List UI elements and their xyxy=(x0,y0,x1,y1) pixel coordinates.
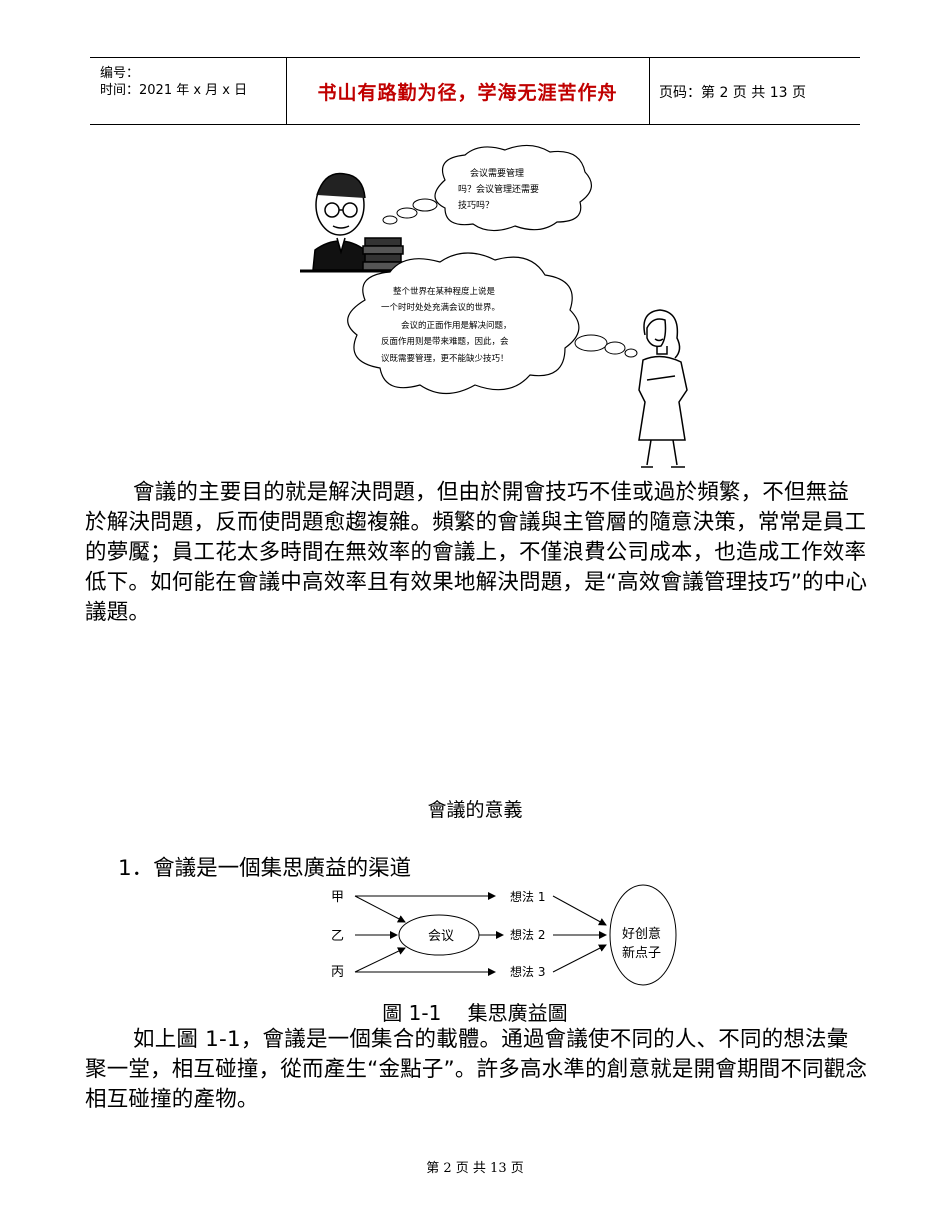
list-item-heading: 1．會議是一個集思廣益的渠道 xyxy=(118,856,412,881)
result-label: 新点子 xyxy=(622,945,661,961)
top-bubble-line: 吗？会议管理还需要 xyxy=(458,183,539,195)
idea-label: 想法 2 xyxy=(510,927,545,942)
woman-figure xyxy=(638,309,688,468)
top-bubble-line: 会议需要管理 xyxy=(470,167,524,179)
header-time: 时间：2021 年 x 月 x 日 xyxy=(100,83,248,98)
meeting-cartoon-illustration: 会议需要管理 吗？会议管理还需要 技巧吗？ 整个世界在某种程度上说是 一个时时处… xyxy=(300,144,688,468)
main-bubble-line: 一个时时处处充满会议的世界。 xyxy=(381,302,500,313)
thought-trail xyxy=(574,334,638,358)
input-label-yi: 乙 xyxy=(331,929,344,944)
top-thought-bubble xyxy=(434,144,592,232)
header-motto: 书山有路勤为径，学海无涯苦作舟 xyxy=(317,82,618,104)
meeting-node-label: 会议 xyxy=(428,929,454,944)
idea-label: 想法 1 xyxy=(510,889,545,904)
input-label-bing: 丙 xyxy=(331,965,344,980)
arrow xyxy=(354,947,406,973)
header-number: 编号： xyxy=(100,66,140,81)
brainstorm-flow-diagram: 甲 乙 丙 会议 想法 1 想法 2 想法 3 好创意 新点子 xyxy=(331,884,677,986)
man-with-books-figure xyxy=(300,172,405,273)
main-bubble-line: 反面作用则是带来难题，因此，会 xyxy=(381,336,509,347)
section-title: 會議的意義 xyxy=(427,799,523,821)
main-thought-bubble xyxy=(347,252,580,395)
header-divider xyxy=(286,58,287,124)
main-bubble-line: 整个世界在某种程度上说是 xyxy=(393,286,496,297)
main-bubble-line: 会议的正面作用是解决问题， xyxy=(401,320,512,331)
intro-paragraph: 會議的主要目的就是解決問題，但由於開會技巧不佳或過於頻繁，不但無益於解決問題，反… xyxy=(85,480,868,625)
top-bubble-line: 技巧吗？ xyxy=(458,199,494,211)
page-footer: 第 2 页 共 13 页 xyxy=(426,1161,524,1176)
arrow xyxy=(552,895,607,926)
idea-label: 想法 3 xyxy=(510,964,545,979)
result-node xyxy=(609,884,677,986)
header-page-code: 页码：第 2 页 共 13 页 xyxy=(659,85,806,101)
explain-paragraph: 如上圖 1-1，會議是一個集合的載體。通過會議使不同的人、不同的想法彙聚一堂，相… xyxy=(85,1027,868,1112)
arrow xyxy=(354,895,406,923)
figure-caption: 圖 1-1 集思廣益圖 xyxy=(382,1001,568,1025)
main-bubble-line: 议既需要管理，更不能缺少技巧！ xyxy=(381,353,509,364)
arrow xyxy=(552,944,607,973)
input-label-jia: 甲 xyxy=(331,890,344,905)
result-label: 好创意 xyxy=(622,926,661,942)
thought-trail xyxy=(382,198,438,225)
document-header: 编号： 时间：2021 年 x 月 x 日 书山有路勤为径，学海无涯苦作舟 页码… xyxy=(90,57,860,125)
header-divider xyxy=(649,58,650,124)
